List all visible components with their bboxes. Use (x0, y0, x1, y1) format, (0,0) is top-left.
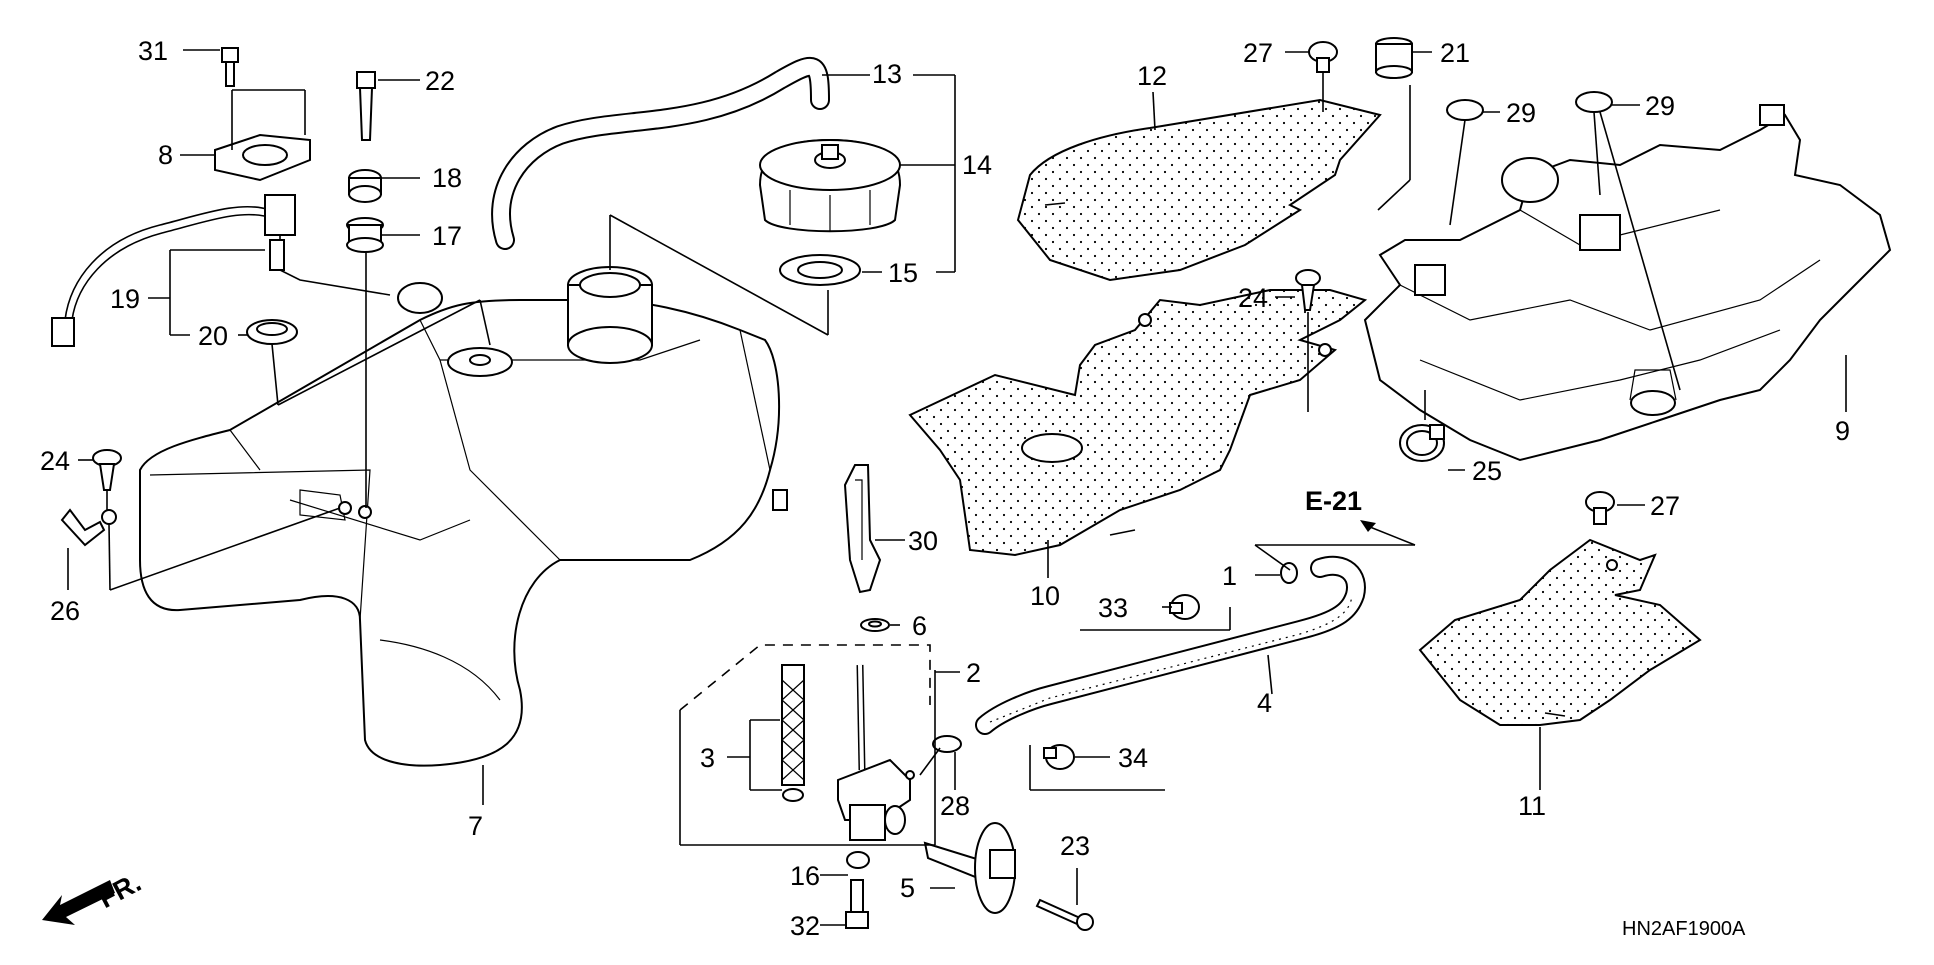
under-cover (1363, 104, 1892, 462)
callout-25: 25 (1472, 456, 1502, 486)
callout-27-top: 27 (1243, 38, 1273, 68)
fuel-cap-gasket (779, 254, 861, 286)
fuel-strainer-3 (781, 664, 805, 802)
callout-30: 30 (908, 526, 938, 556)
bracket-26 (60, 508, 117, 547)
callout-14: 14 (962, 150, 992, 180)
reference-e21: E-21 (1305, 486, 1362, 516)
callout-17: 17 (432, 221, 462, 251)
callout-11: 11 (1518, 791, 1546, 821)
front-mark-label: FR. (93, 867, 145, 914)
callout-15: 15 (888, 258, 918, 288)
cap-29-left (1446, 99, 1484, 121)
bolt-32 (845, 879, 869, 929)
clip-24-right (1295, 269, 1321, 311)
clamp-25 (1399, 424, 1445, 462)
fuel-valve-bracket-30 (843, 464, 882, 594)
callout-18: 18 (432, 163, 462, 193)
callout-20: 20 (198, 321, 228, 351)
callout-24-right: 24 (1238, 283, 1268, 313)
callout-labels: 31 8 22 18 17 19 20 24 26 7 13 14 15 12 … (40, 36, 1850, 941)
callout-22: 22 (425, 66, 455, 96)
bolt-31 (221, 47, 239, 87)
grommet-17 (346, 217, 384, 253)
leader-lines (67, 49, 1847, 926)
clip-1 (1280, 562, 1298, 584)
diagram-code: HN2AF1900A (1622, 918, 1746, 940)
clamp-34 (1043, 744, 1075, 770)
callout-34: 34 (1118, 743, 1148, 773)
callout-2: 2 (966, 658, 981, 688)
callout-16: 16 (790, 861, 820, 891)
clip-27-top (1308, 41, 1338, 73)
callout-29-right: 29 (1645, 91, 1675, 121)
callout-9: 9 (1835, 416, 1850, 446)
valve-knob-5 (923, 822, 1016, 914)
o-ring-16 (846, 851, 870, 869)
callout-3: 3 (700, 743, 715, 773)
clip-27-lower (1585, 491, 1615, 525)
callout-1: 1 (1222, 561, 1237, 591)
fuel-valve-2 (837, 664, 915, 841)
fuel-cap (758, 138, 902, 233)
callout-8: 8 (158, 140, 173, 170)
screw-23 (1035, 898, 1094, 931)
collar-18 (348, 169, 382, 203)
floor-mat-11 (1418, 538, 1702, 726)
fuel-unit-plate (214, 133, 311, 182)
washer-6 (860, 618, 890, 632)
cap-29-right (1575, 91, 1613, 113)
fuel-unit (51, 194, 443, 347)
clamp-33 (1169, 594, 1200, 620)
callout-5: 5 (900, 873, 915, 903)
floor-mat-12 (1016, 98, 1382, 282)
callout-13: 13 (872, 59, 902, 89)
callout-29-left: 29 (1506, 98, 1536, 128)
floor-mat-10 (908, 289, 1368, 557)
callout-21: 21 (1440, 38, 1470, 68)
fuel-tank (139, 266, 788, 767)
fuel-tube (975, 555, 1366, 735)
callout-6: 6 (912, 611, 927, 641)
valve-ring-28 (932, 735, 962, 753)
fuel-unit-seal (246, 319, 298, 345)
callout-27-lower: 27 (1650, 491, 1680, 521)
clip-24-left (92, 449, 122, 491)
callout-4: 4 (1257, 688, 1272, 718)
callout-32: 32 (790, 911, 820, 941)
front-direction-arrow: FR. (42, 867, 146, 925)
callout-10: 10 (1030, 581, 1060, 611)
clip-21 (1375, 37, 1413, 79)
callout-24-left: 24 (40, 446, 70, 476)
callout-28: 28 (940, 791, 970, 821)
callout-12: 12 (1137, 61, 1167, 91)
callout-23: 23 (1060, 831, 1090, 861)
breather-hose (491, 57, 830, 250)
callout-19: 19 (110, 284, 140, 314)
bolt-22 (356, 71, 376, 141)
callout-7: 7 (468, 811, 483, 841)
callout-26: 26 (50, 596, 80, 626)
callout-31: 31 (138, 36, 168, 66)
callout-33: 33 (1098, 593, 1128, 623)
